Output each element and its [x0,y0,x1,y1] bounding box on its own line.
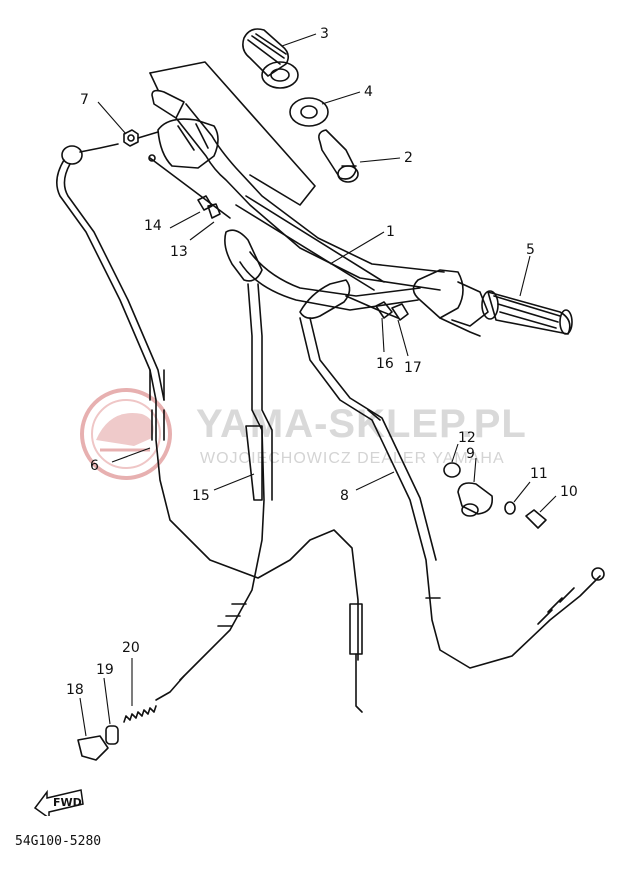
callout-14: 14 [144,218,162,234]
watermark-logo [80,388,172,480]
callout-7: 7 [80,92,89,108]
callout-19: 19 [96,662,114,678]
group-bracket [149,61,316,206]
callout-10: 10 [560,484,578,500]
part-19-sleeve [105,725,119,745]
adjuster-16-17 [375,301,409,321]
leader-lines [79,33,557,737]
callout-12: 12 [458,430,476,446]
callout-1: 1 [386,224,395,240]
part-1-handlebar [151,89,445,311]
part-9-clamp [457,482,494,517]
callout-16: 16 [376,356,394,372]
callout-2: 2 [404,150,413,166]
callout-11: 11 [530,466,548,482]
part-11-washer [504,501,516,515]
callout-4: 4 [364,84,373,100]
callout-18: 18 [66,682,84,698]
part-18-holder [77,735,109,761]
clutch-lever-body [299,279,399,320]
part-8-cable [299,317,605,669]
watermark-title: YAMA-SKLEP.PL [196,402,527,446]
part-6-cable [56,143,363,713]
throttle-housing [157,118,219,169]
callout-6: 6 [90,458,99,474]
part-12-washer [443,462,461,478]
part-3-throttle-grip [242,28,299,89]
callout-5: 5 [526,242,535,258]
callout-17: 17 [404,360,422,376]
fwd-label: FWD [53,796,82,809]
part-7-nut [123,129,159,147]
part-15-cable [155,229,273,701]
diagram-code: 54G100-5280 [15,834,102,849]
callout-15: 15 [192,488,210,504]
part-20-spring [123,705,157,723]
callout-9: 9 [466,446,475,462]
part-5-grip [412,269,573,337]
callout-20: 20 [122,640,140,656]
part-2-guide-tube [318,129,359,183]
part-4-collar [289,97,329,127]
part-10-bolt [525,509,547,529]
fwd-arrow-icon: FWD [33,789,84,816]
watermark-subtitle: WOJCIECHOWICZ DEALER YAMAHA [200,450,505,467]
group-bracket-tick [149,72,159,91]
callout-13: 13 [170,244,188,260]
callout-8: 8 [340,488,349,504]
adjuster-13-14 [148,154,231,219]
callout-3: 3 [320,26,329,42]
